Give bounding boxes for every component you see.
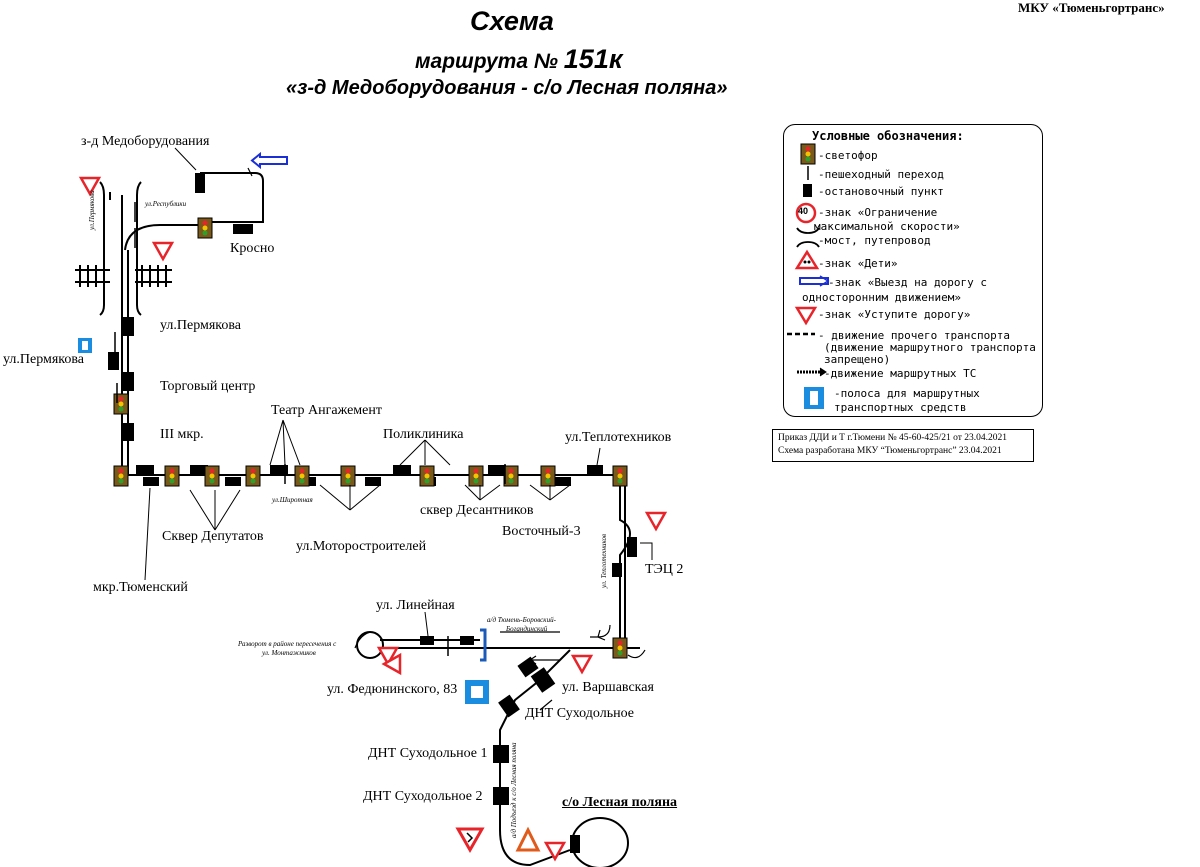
route-number: 151к — [563, 44, 623, 74]
legend-crossing: -пешеходный переход — [818, 168, 944, 181]
order-line-1: Приказ ДДИ и Т г.Тюмени № 45-60-425/21 о… — [778, 433, 1008, 443]
order-line-2: Схема разработана МКУ “Тюменьгортранс” 2… — [778, 446, 1002, 456]
speed-limit-value: 40 — [798, 206, 809, 216]
stop-permyakova-2: ул.Пермякова — [3, 352, 85, 367]
bridge-markers — [75, 181, 172, 316]
bus-lane-icon — [78, 338, 489, 704]
legend-other-traffic: - движение прочего транспорта — [818, 329, 1011, 342]
label-leaders — [144, 147, 653, 637]
street-bogandinsky: Богандинский — [506, 625, 548, 633]
street-razvorot-1: Разворот в районе пересечения с — [238, 640, 337, 648]
legend-speed-limit-2: максимальной скорости» — [814, 220, 960, 233]
legend-icons — [787, 143, 830, 409]
stop-torgovy: Торговый центр — [160, 379, 256, 394]
legend-traffic-light: -светофор — [818, 149, 878, 162]
legend-route-traffic: -движение маршрутных ТС — [824, 367, 977, 380]
stop-skver-deputatov: Сквер Депутатов — [162, 529, 264, 544]
stop-skver-desantnikov: сквер Десантников — [420, 503, 534, 518]
street-permyakova: ул.Пермякова — [88, 190, 96, 230]
speed-limit-icon — [795, 202, 817, 224]
stop-fedyuninskogo: ул. Федюнинского, 83 — [327, 682, 458, 697]
route-number-line: маршрута № 151к — [415, 44, 623, 75]
legend-one-way-2: односторонним движением» — [802, 291, 961, 304]
stop-iii-mkr: III мкр. — [160, 427, 204, 442]
roundabout-west — [356, 631, 384, 659]
stop-lineynaya: ул. Линейная — [376, 598, 455, 613]
street-podezd: а/д Подъезд к с/о Лесная поляна — [510, 742, 518, 839]
route-name: «з-д Медоборудования - с/о Лесная поляна… — [286, 77, 728, 99]
legend-yield: -знак «Уступите дорогу» — [818, 308, 971, 321]
street-respubliki: ул.Республики — [145, 200, 187, 208]
legend-bus-lane: -полоса для маршрутных — [834, 387, 980, 400]
children-sign-icon — [794, 249, 820, 270]
stop-varshavskaya: ул. Варшавская — [562, 680, 654, 695]
legend: Условные обозначения: -светофор -пешеход… — [783, 124, 1043, 417]
stop-dnt-suhodolnoe: ДНТ Суходольное — [525, 706, 634, 721]
legend-title: Условные обозначения: — [812, 129, 964, 143]
stop-vostochny: Восточный-3 — [502, 524, 581, 539]
stop-lesnaya-polyana: с/о Лесная поляна — [562, 795, 678, 810]
stop-medoborudovaniya: з-д Медоборудования — [81, 134, 210, 149]
bus-stop-icon — [108, 173, 637, 853]
organization: МКУ «Тюменьгортранс» — [1018, 0, 1165, 15]
order-box: Приказ ДДИ и Т г.Тюмени № 45-60-425/21 о… — [772, 429, 1034, 462]
legend-speed-limit: -знак «Ограничение — [818, 206, 938, 219]
legend-other-traffic-2: (движение маршрутного транспорта — [824, 341, 1036, 354]
route-prefix: маршрута № — [415, 50, 558, 73]
stop-motorostroiteley: ул.Моторостроителей — [296, 539, 427, 554]
stop-permyakova-1: ул.Пермякова — [160, 318, 242, 333]
stop-poliklinika: Поликлиника — [383, 427, 464, 442]
stop-dnt-suhodolnoe-1: ДНТ Суходольное 1 — [368, 746, 488, 761]
stop-dnt-suhodolnoe-2: ДНТ Суходольное 2 — [363, 789, 483, 804]
stop-krosno: Кросно — [230, 241, 275, 256]
yield-sign-icon — [79, 176, 667, 861]
bridge-marker-blue — [480, 628, 487, 662]
street-teplotehnikov: ул. Теплотехников — [600, 533, 608, 588]
legend-one-way: -знак «Выезд на дорогу с — [828, 276, 987, 289]
legend-stop: -остановочный пункт — [818, 185, 944, 198]
stop-teatr: Театр Ангажемент — [271, 403, 382, 418]
page-title: Схема — [470, 6, 554, 36]
street-tyumen-borovsky: а/д Тюмень-Боровский- — [487, 616, 556, 624]
legend-other-traffic-3: запрещено) — [824, 353, 891, 366]
street-razvorot-2: ул. Монтажников — [262, 649, 316, 657]
street-shirotnaya: ул.Широтная — [272, 496, 313, 504]
stop-teplotehnikov: ул.Теплотехников — [565, 430, 672, 445]
legend-children: -знак «Дети» — [818, 257, 898, 270]
stop-tec2: ТЭЦ 2 — [645, 562, 684, 577]
stop-tyumensky: мкр.Тюменский — [93, 580, 188, 595]
one-way-sign-icon — [247, 151, 288, 177]
roundabout-lesnaya — [571, 817, 629, 867]
legend-bus-lane-2: транспортных средств — [834, 401, 967, 414]
legend-bridge: -мост, путепровод — [818, 234, 931, 247]
direction-arrows — [354, 624, 646, 711]
